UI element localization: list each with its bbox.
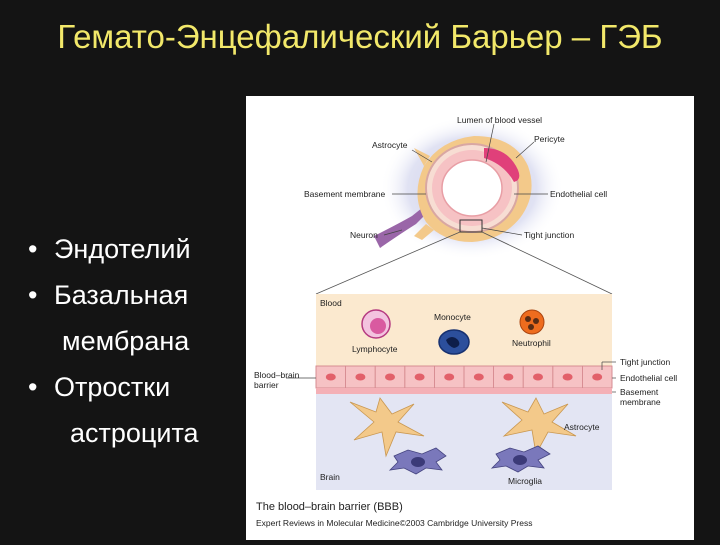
bullet-item-processes: • Отростки: [28, 364, 199, 410]
label-basement-top: Basement membrane: [304, 189, 386, 199]
endothelial-cells: [315, 365, 613, 389]
bbb-diagram: Lumen of blood vessel Astrocyte Pericyte…: [254, 115, 677, 528]
microglia-nucleus: [513, 455, 527, 465]
label-neuron: Neuron: [350, 230, 378, 240]
bullet-list: • Эндотелий • Базальная мембрана • Отрос…: [28, 226, 199, 456]
bullet-text: Эндотелий: [54, 234, 191, 264]
zoom-line: [315, 231, 461, 295]
bullet-marker: •: [28, 372, 38, 402]
bullet-text: Отростки: [54, 372, 171, 402]
neuron-shape: [374, 208, 426, 248]
top-leaders: [383, 123, 548, 236]
zoom-line: [481, 231, 613, 295]
label-basement-bottom-1: Basement: [620, 387, 659, 397]
neutrophil-cell: [519, 309, 545, 335]
neutrophil-lobe: [533, 318, 539, 324]
pericyte-shape: [484, 148, 520, 182]
microglia-nucleus: [411, 457, 425, 467]
bullet-item-basement: • Базальная: [28, 272, 199, 318]
neutrophil-lobe: [525, 316, 531, 322]
neutrophil-lobe: [528, 324, 534, 330]
endothelial-nucleus: [325, 373, 336, 381]
label-bbb-1: Blood–brain: [254, 370, 300, 380]
label-endothelial-bottom: Endothelial cell: [620, 373, 677, 383]
blood-region: [316, 294, 612, 366]
label-monocyte: Monocyte: [434, 312, 471, 322]
label-brain: Brain: [320, 472, 340, 482]
endothelial-nucleus: [592, 373, 603, 381]
bullet-marker: •: [28, 234, 38, 264]
bottom-leaders: [286, 361, 616, 393]
endothelial-nucleus: [444, 373, 455, 381]
astrocyte-process: [414, 148, 430, 166]
figure-caption: The blood–brain barrier (BBB): [256, 501, 403, 513]
bullet-item-endothelium: • Эндотелий: [28, 226, 199, 272]
vessel-lumen: [441, 159, 503, 217]
label-tight-bottom: Tight junction: [620, 357, 671, 367]
label-bbb-2: barrier: [254, 380, 279, 390]
bullet-text: мембрана: [62, 326, 190, 356]
bullet-continuation: мембрана: [28, 318, 199, 364]
label-lumen: Lumen of blood vessel: [457, 115, 542, 125]
endothelial-nucleus: [562, 373, 573, 381]
label-endothelial-top: Endothelial cell: [550, 189, 607, 199]
label-astrocyte-bottom: Astrocyte: [564, 422, 600, 432]
label-basement-bottom-2: membrane: [620, 397, 661, 407]
label-pericyte: Pericyte: [534, 134, 565, 144]
figure-credit: Expert Reviews in Molecular Medicine©200…: [256, 518, 532, 528]
bullet-text: астроцита: [70, 418, 199, 448]
label-neutrophil: Neutrophil: [512, 338, 551, 348]
basement-membrane-layer: [316, 388, 612, 394]
endothelial-nucleus: [355, 373, 366, 381]
astrocyte-cell: [349, 397, 425, 458]
label-lymphocyte: Lymphocyte: [352, 344, 398, 354]
slide-title: Гемато-Энцефалический Барьер – ГЭБ: [57, 18, 663, 55]
bbb-figure: Lumen of blood vessel Astrocyte Pericyte…: [246, 96, 694, 540]
endothelial-nucleus: [473, 373, 484, 381]
endothelial-nucleus: [385, 373, 395, 381]
endothelial-nucleus: [414, 373, 425, 381]
label-blood: Blood: [320, 298, 342, 308]
bullet-marker: •: [28, 280, 38, 310]
tight-junction-box: [459, 219, 483, 233]
label-astrocyte-top: Astrocyte: [372, 140, 408, 150]
endothelial-nucleus: [533, 373, 543, 381]
monocyte-nucleus: [446, 337, 460, 348]
label-microglia: Microglia: [508, 476, 542, 486]
endothelial-nucleus: [503, 373, 514, 381]
astrocyte-process: [414, 224, 434, 240]
bullet-continuation: астроцита: [28, 410, 199, 456]
bullet-text: Базальная: [54, 280, 189, 310]
lymphocyte-nucleus: [370, 318, 386, 334]
label-tight-top: Tight junction: [524, 230, 575, 240]
